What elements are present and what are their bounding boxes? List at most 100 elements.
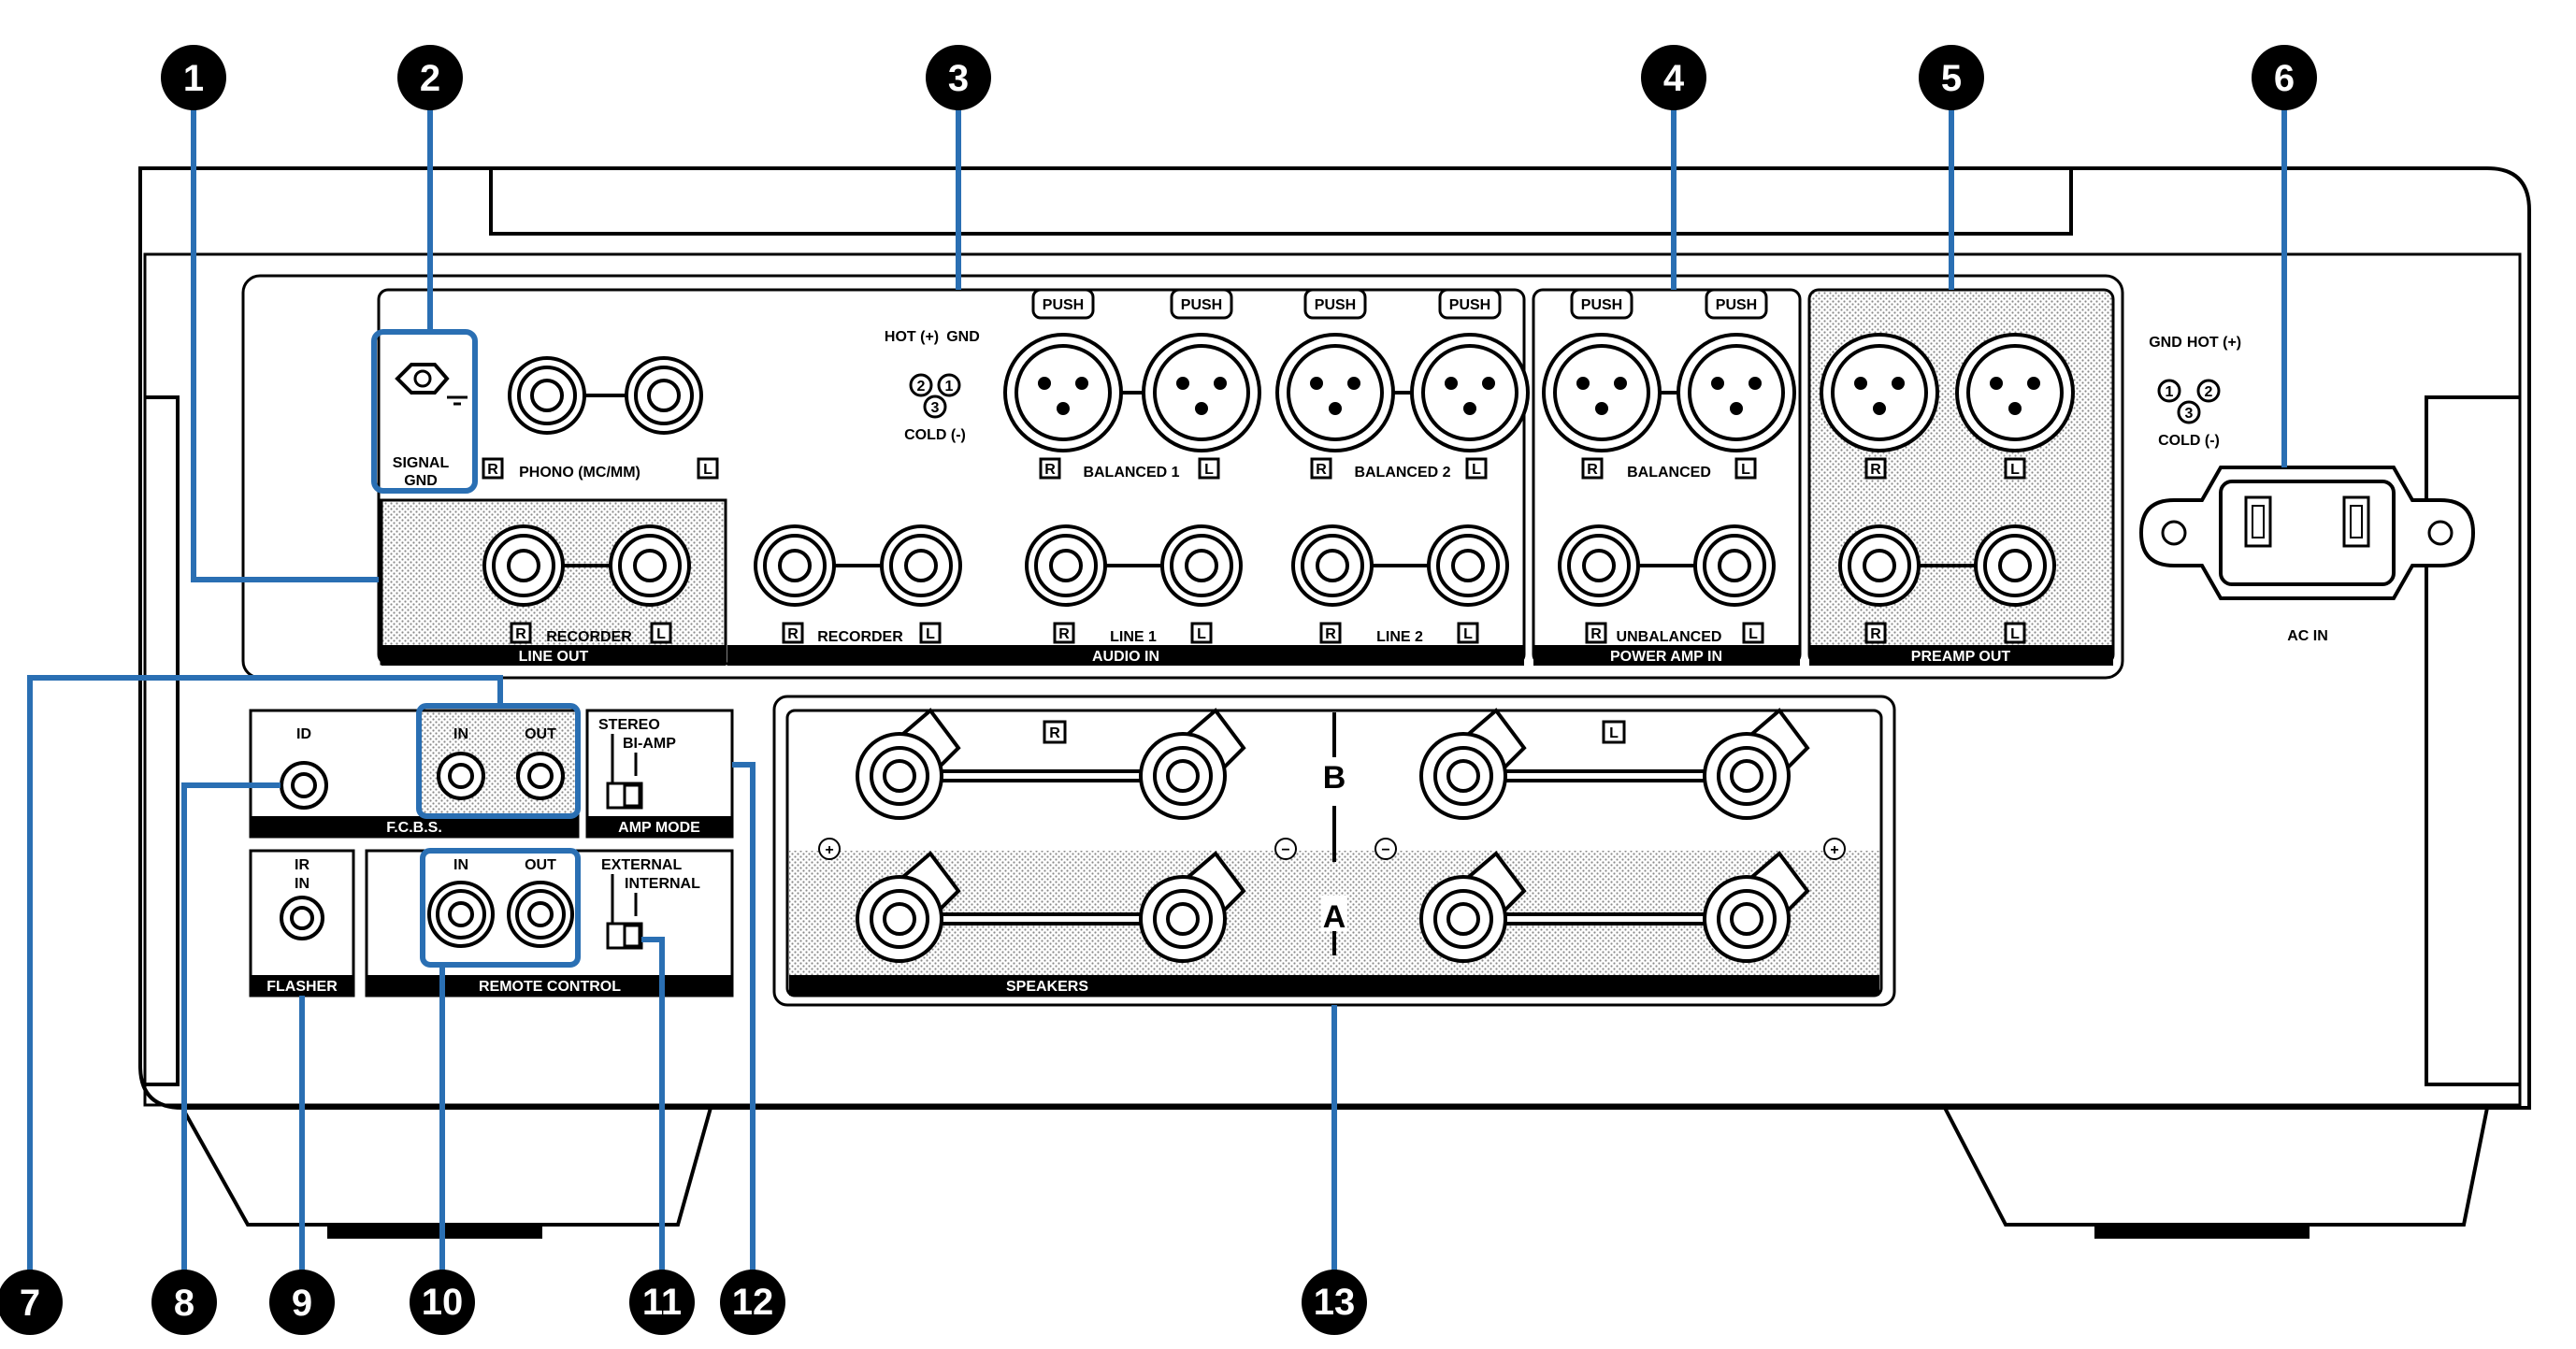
power-amp-in-section-label: POWER AMP IN: [1610, 649, 1722, 665]
phono-l-jack[interactable]: [625, 356, 703, 435]
svg-text:PUSH: PUSH: [1449, 297, 1490, 313]
svg-text:+: +: [825, 842, 833, 858]
ac-inlet[interactable]: AC IN: [2138, 466, 2476, 644]
preamp-out-unbalanced-l-jack[interactable]: [1974, 524, 2056, 607]
balanced2-l-xlr[interactable]: [1410, 333, 1530, 452]
svg-text:+: +: [1830, 842, 1838, 858]
svg-text:2: 2: [917, 379, 926, 395]
line2-label: LINE 2: [1376, 629, 1423, 645]
fcbs-id-jack[interactable]: [280, 761, 328, 810]
fcbs-out-label: OUT: [525, 726, 556, 742]
preamp-out-unbalanced-r-jack[interactable]: [1838, 524, 1921, 607]
remote-out-jack[interactable]: [507, 881, 574, 948]
svg-text:R: R: [1587, 462, 1598, 478]
speaker-terminals: [856, 708, 1810, 963]
svg-text:L: L: [1609, 725, 1619, 741]
balanced2-r-xlr[interactable]: [1275, 333, 1395, 452]
svg-text:HOT (+): HOT (+): [885, 329, 939, 345]
svg-text:L: L: [2010, 462, 2020, 478]
callout-lines: [27, 103, 2287, 1271]
line-out-recorder-l-jack[interactable]: [609, 524, 691, 607]
speaker-a-l-plus-terminal[interactable]: [1703, 851, 1810, 963]
speaker-a-r-minus-terminal[interactable]: [1139, 851, 1246, 963]
svg-text:7: 7: [20, 1283, 40, 1324]
rc-in-label: IN: [453, 857, 468, 873]
unbalanced-label: UNBALANCED: [1617, 629, 1722, 645]
power-amp-unbalanced-r-jack[interactable]: [1558, 524, 1640, 607]
svg-text:3: 3: [948, 58, 969, 99]
line1-l-jack[interactable]: [1160, 524, 1243, 607]
fcbs-section-label: F.C.B.S.: [386, 820, 442, 836]
fcbs-in-jack[interactable]: [437, 752, 485, 800]
speaker-b-l-minus-terminal[interactable]: [1419, 708, 1527, 820]
remote-control-section-label: REMOTE CONTROL: [479, 979, 621, 995]
svg-text:R: R: [1590, 626, 1602, 642]
svg-text:5: 5: [1941, 58, 1962, 99]
line-out-section-label: LINE OUT: [519, 649, 589, 665]
push-tab: PUSH: [1031, 288, 1095, 320]
stereo-label: STEREO: [598, 717, 660, 733]
power-amp-unbalanced-l-jack[interactable]: [1693, 524, 1776, 607]
preamp-out-balanced-r-xlr[interactable]: [1820, 333, 1939, 452]
amp-mode-switch[interactable]: [606, 782, 643, 810]
svg-text:2: 2: [2205, 384, 2213, 400]
bi-amp-label: BI-AMP: [623, 736, 676, 752]
svg-text:R: R: [515, 626, 526, 642]
audio-in-recorder-r-jack[interactable]: [754, 524, 836, 607]
svg-text:8: 8: [174, 1283, 194, 1324]
svg-text:HOT (+): HOT (+): [2187, 335, 2241, 351]
signal-gnd-terminal[interactable]: SIGNAL GND: [371, 329, 478, 494]
preamp-out-balanced-l-xlr[interactable]: [1955, 333, 2075, 452]
svg-text:L: L: [1197, 626, 1206, 642]
balanced1-l-xlr[interactable]: [1142, 333, 1261, 452]
power-amp-balanced-l-xlr[interactable]: [1677, 333, 1796, 452]
svg-text:R: R: [1049, 725, 1060, 741]
remote-in-jack[interactable]: [427, 881, 495, 948]
amp-mode-section: STEREO BI-AMP AMP MODE: [585, 709, 734, 839]
svg-text:COLD (-): COLD (-): [904, 427, 966, 443]
external-label: EXTERNAL: [601, 857, 682, 873]
line2-l-jack[interactable]: [1427, 524, 1509, 607]
flasher-ir-in-jack[interactable]: [280, 896, 324, 940]
line1-r-jack[interactable]: [1025, 524, 1107, 607]
phono-label: PHONO (MC/MM): [519, 465, 640, 481]
svg-text:L: L: [1463, 626, 1473, 642]
power-amp-balanced-r-xlr[interactable]: [1542, 333, 1662, 452]
callout-1: 1: [161, 45, 226, 110]
channel-labels: R PHONO (MC/MM) L R BALANCED 1 L R BALAN…: [482, 457, 2026, 645]
ac-in-label: AC IN: [2287, 628, 2328, 644]
balanced1-label: BALANCED 1: [1083, 465, 1179, 481]
phono-r-jack[interactable]: [508, 356, 586, 435]
line-out-recorder-r-jack[interactable]: [482, 524, 565, 607]
flasher-section-label: FLASHER: [266, 979, 338, 995]
svg-text:L: L: [656, 626, 666, 642]
audio-in-recorder-l-jack[interactable]: [880, 524, 962, 607]
speaker-a-l-minus-terminal[interactable]: [1419, 851, 1527, 963]
callout-3: 3: [926, 45, 991, 110]
svg-text:13: 13: [1314, 1282, 1356, 1323]
callout-6: 6: [2252, 45, 2317, 110]
amp-mode-section-label: AMP MODE: [618, 820, 700, 836]
internal-label: INTERNAL: [625, 876, 700, 892]
fcbs-section: ID IN OUT F.C.B.S.: [249, 703, 581, 839]
callout-4: 4: [1641, 45, 1706, 110]
xlr-connectors: [1003, 333, 2075, 452]
fcbs-out-jack[interactable]: [516, 752, 565, 800]
speaker-a-r-plus-terminal[interactable]: [856, 851, 961, 963]
svg-text:PUSH: PUSH: [1716, 297, 1757, 313]
speaker-b-r-minus-terminal[interactable]: [1139, 708, 1246, 820]
audio-in-section-label: AUDIO IN: [1092, 649, 1159, 665]
svg-text:R: R: [1044, 462, 1056, 478]
balanced-pa-label: BALANCED: [1627, 465, 1711, 481]
svg-text:R: R: [1058, 626, 1070, 642]
signal-gnd-label-2: GND: [404, 473, 438, 489]
line2-r-jack[interactable]: [1291, 524, 1374, 607]
speaker-b-r-plus-terminal[interactable]: [856, 708, 961, 820]
svg-text:10: 10: [422, 1282, 464, 1323]
remote-select-switch[interactable]: [606, 922, 643, 950]
balanced1-r-xlr[interactable]: [1003, 333, 1123, 452]
xlr-pin-diagram-right: GND HOT (+) 1 2 3 COLD (-): [2149, 335, 2241, 449]
svg-text:COLD (-): COLD (-): [2158, 433, 2220, 449]
svg-text:L: L: [2010, 626, 2020, 642]
speaker-b-l-plus-terminal[interactable]: [1703, 708, 1810, 820]
